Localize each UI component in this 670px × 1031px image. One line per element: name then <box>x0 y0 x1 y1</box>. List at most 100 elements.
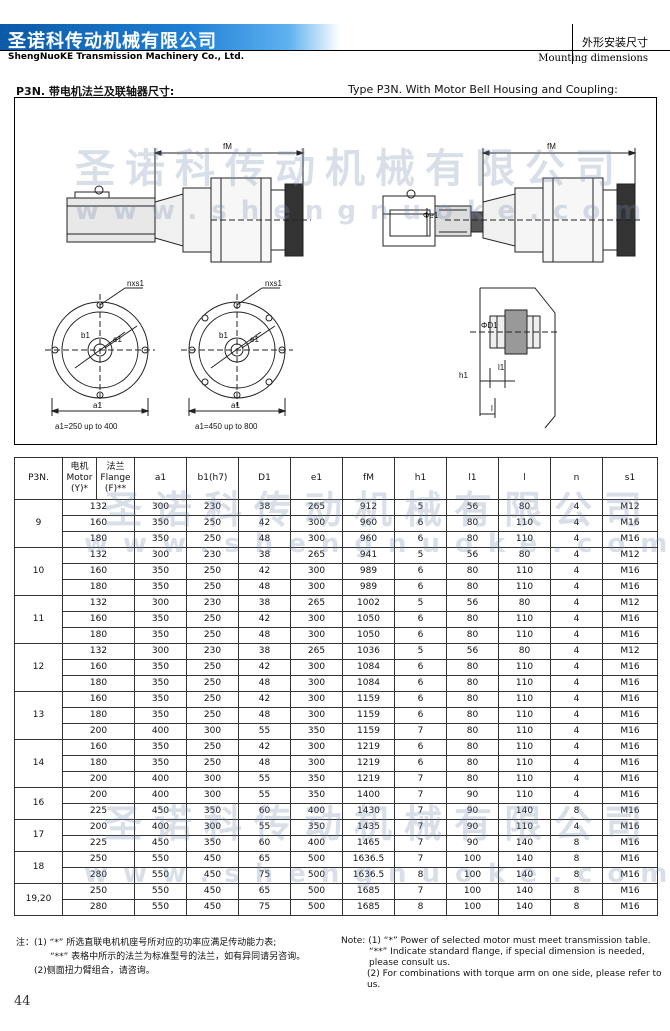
table-cell: 38 <box>238 595 291 612</box>
table-cell: 90 <box>446 819 499 836</box>
table-cell: 300 <box>134 547 187 564</box>
table-cell: 200 <box>62 819 135 836</box>
table-cell: 300 <box>186 723 239 740</box>
table-cell: 4 <box>550 723 603 740</box>
table-cell: 450 <box>186 867 239 884</box>
table-cell: 300 <box>186 787 239 804</box>
table-cell: 5 <box>394 643 447 660</box>
table-cell: 265 <box>290 595 343 612</box>
table-cell: 80 <box>498 547 551 564</box>
size-cell: 10 <box>14 547 63 596</box>
table-cell: 300 <box>290 531 343 548</box>
column-header: 法兰 Flange (F)** <box>96 457 135 500</box>
column-header: a1 <box>134 457 187 500</box>
technical-drawing: fM fM nxs1 nxs1 b1 e1 b1 e1 a1 a1 a1=250… <box>14 97 657 445</box>
table-cell: 300 <box>290 515 343 532</box>
table-cell: 42 <box>238 691 291 708</box>
table-cell: 450 <box>186 851 239 868</box>
table-cell: 350 <box>134 739 187 756</box>
table-cell: 110 <box>498 611 551 628</box>
table-cell: 225 <box>62 835 135 852</box>
table-cell: 200 <box>62 787 135 804</box>
label-e1-right: e1 <box>250 335 259 344</box>
table-cell: 1400 <box>342 787 395 804</box>
table-cell: 400 <box>290 803 343 820</box>
table-cell: 80 <box>446 659 499 676</box>
table-cell: 100 <box>446 883 499 900</box>
table-cell: 7 <box>394 819 447 836</box>
table-cell: 110 <box>498 659 551 676</box>
table-cell: 4 <box>550 755 603 772</box>
header-divider <box>572 24 573 64</box>
table-cell: M16 <box>602 755 658 772</box>
table-cell: 80 <box>446 563 499 580</box>
table-cell: 160 <box>62 691 135 708</box>
table-cell: 250 <box>186 755 239 772</box>
table-cell: 1036 <box>342 643 395 660</box>
table-cell: 350 <box>134 627 187 644</box>
table-cell: 8 <box>550 899 603 916</box>
table-cell: 300 <box>290 691 343 708</box>
table-cell: 110 <box>498 579 551 596</box>
table-cell: 110 <box>498 675 551 692</box>
table-cell: 56 <box>446 643 499 660</box>
note-cn-1: 注：(1) “*” 所选直联电机机座号所对应的功率应满足传动能力表; <box>16 938 277 948</box>
table-cell: 7 <box>394 787 447 804</box>
table-cell: M16 <box>602 771 658 788</box>
table-cell: 80 <box>446 531 499 548</box>
label-e1-left: e1 <box>113 335 122 344</box>
caption-left: a1=250 up to 400 <box>55 422 118 431</box>
table-cell: 300 <box>290 755 343 772</box>
label-l1: l1 <box>498 363 505 372</box>
table-cell: 1084 <box>342 675 395 692</box>
note-en-1: Note: (1) “*” Power of selected motor mu… <box>341 936 651 946</box>
table-cell: 300 <box>290 627 343 644</box>
table-cell: 960 <box>342 515 395 532</box>
label-fm-right: fM <box>547 142 556 151</box>
table-cell: 38 <box>238 547 291 564</box>
size-cell: 9 <box>14 499 63 548</box>
table-cell: 8 <box>550 851 603 868</box>
label-a1-right: a1 <box>231 401 240 410</box>
right-gearbox-side-view <box>382 148 643 263</box>
table-cell: 4 <box>550 563 603 580</box>
table-cell: 60 <box>238 835 291 852</box>
notes-cn: 注：(1) “*” 所选直联电机机座号所对应的功率应满足传动能力表; “**” … <box>16 936 346 978</box>
table-cell: 200 <box>62 723 135 740</box>
table-cell: 1084 <box>342 659 395 676</box>
table-cell: 1219 <box>342 771 395 788</box>
table-cell: 180 <box>62 707 135 724</box>
table-cell: 110 <box>498 691 551 708</box>
table-cell: 110 <box>498 723 551 740</box>
table-cell: 132 <box>62 595 135 612</box>
size-cell: 18 <box>14 851 63 884</box>
table-cell: 250 <box>186 675 239 692</box>
table-cell: 160 <box>62 515 135 532</box>
label-nxs1-right: nxs1 <box>265 279 282 288</box>
table-cell: 4 <box>550 771 603 788</box>
table-cell: 140 <box>498 835 551 852</box>
table-cell: 132 <box>62 547 135 564</box>
table-cell: 1219 <box>342 755 395 772</box>
column-header: D1 <box>238 457 291 500</box>
drawing-title-en: Type P3N. With Motor Bell Housing and Co… <box>348 83 618 96</box>
table-cell: 250 <box>62 883 135 900</box>
table-cell: 140 <box>498 803 551 820</box>
table-cell: 250 <box>186 563 239 580</box>
table-cell: 400 <box>290 835 343 852</box>
table-cell: 110 <box>498 819 551 836</box>
table-cell: 5 <box>394 595 447 612</box>
table-cell: 960 <box>342 531 395 548</box>
table-cell: 6 <box>394 691 447 708</box>
table-cell: 350 <box>290 723 343 740</box>
table-cell: 550 <box>134 851 187 868</box>
table-cell: 1685 <box>342 883 395 900</box>
table-cell: 48 <box>238 627 291 644</box>
label-l: l <box>491 404 493 413</box>
table-cell: 250 <box>186 659 239 676</box>
